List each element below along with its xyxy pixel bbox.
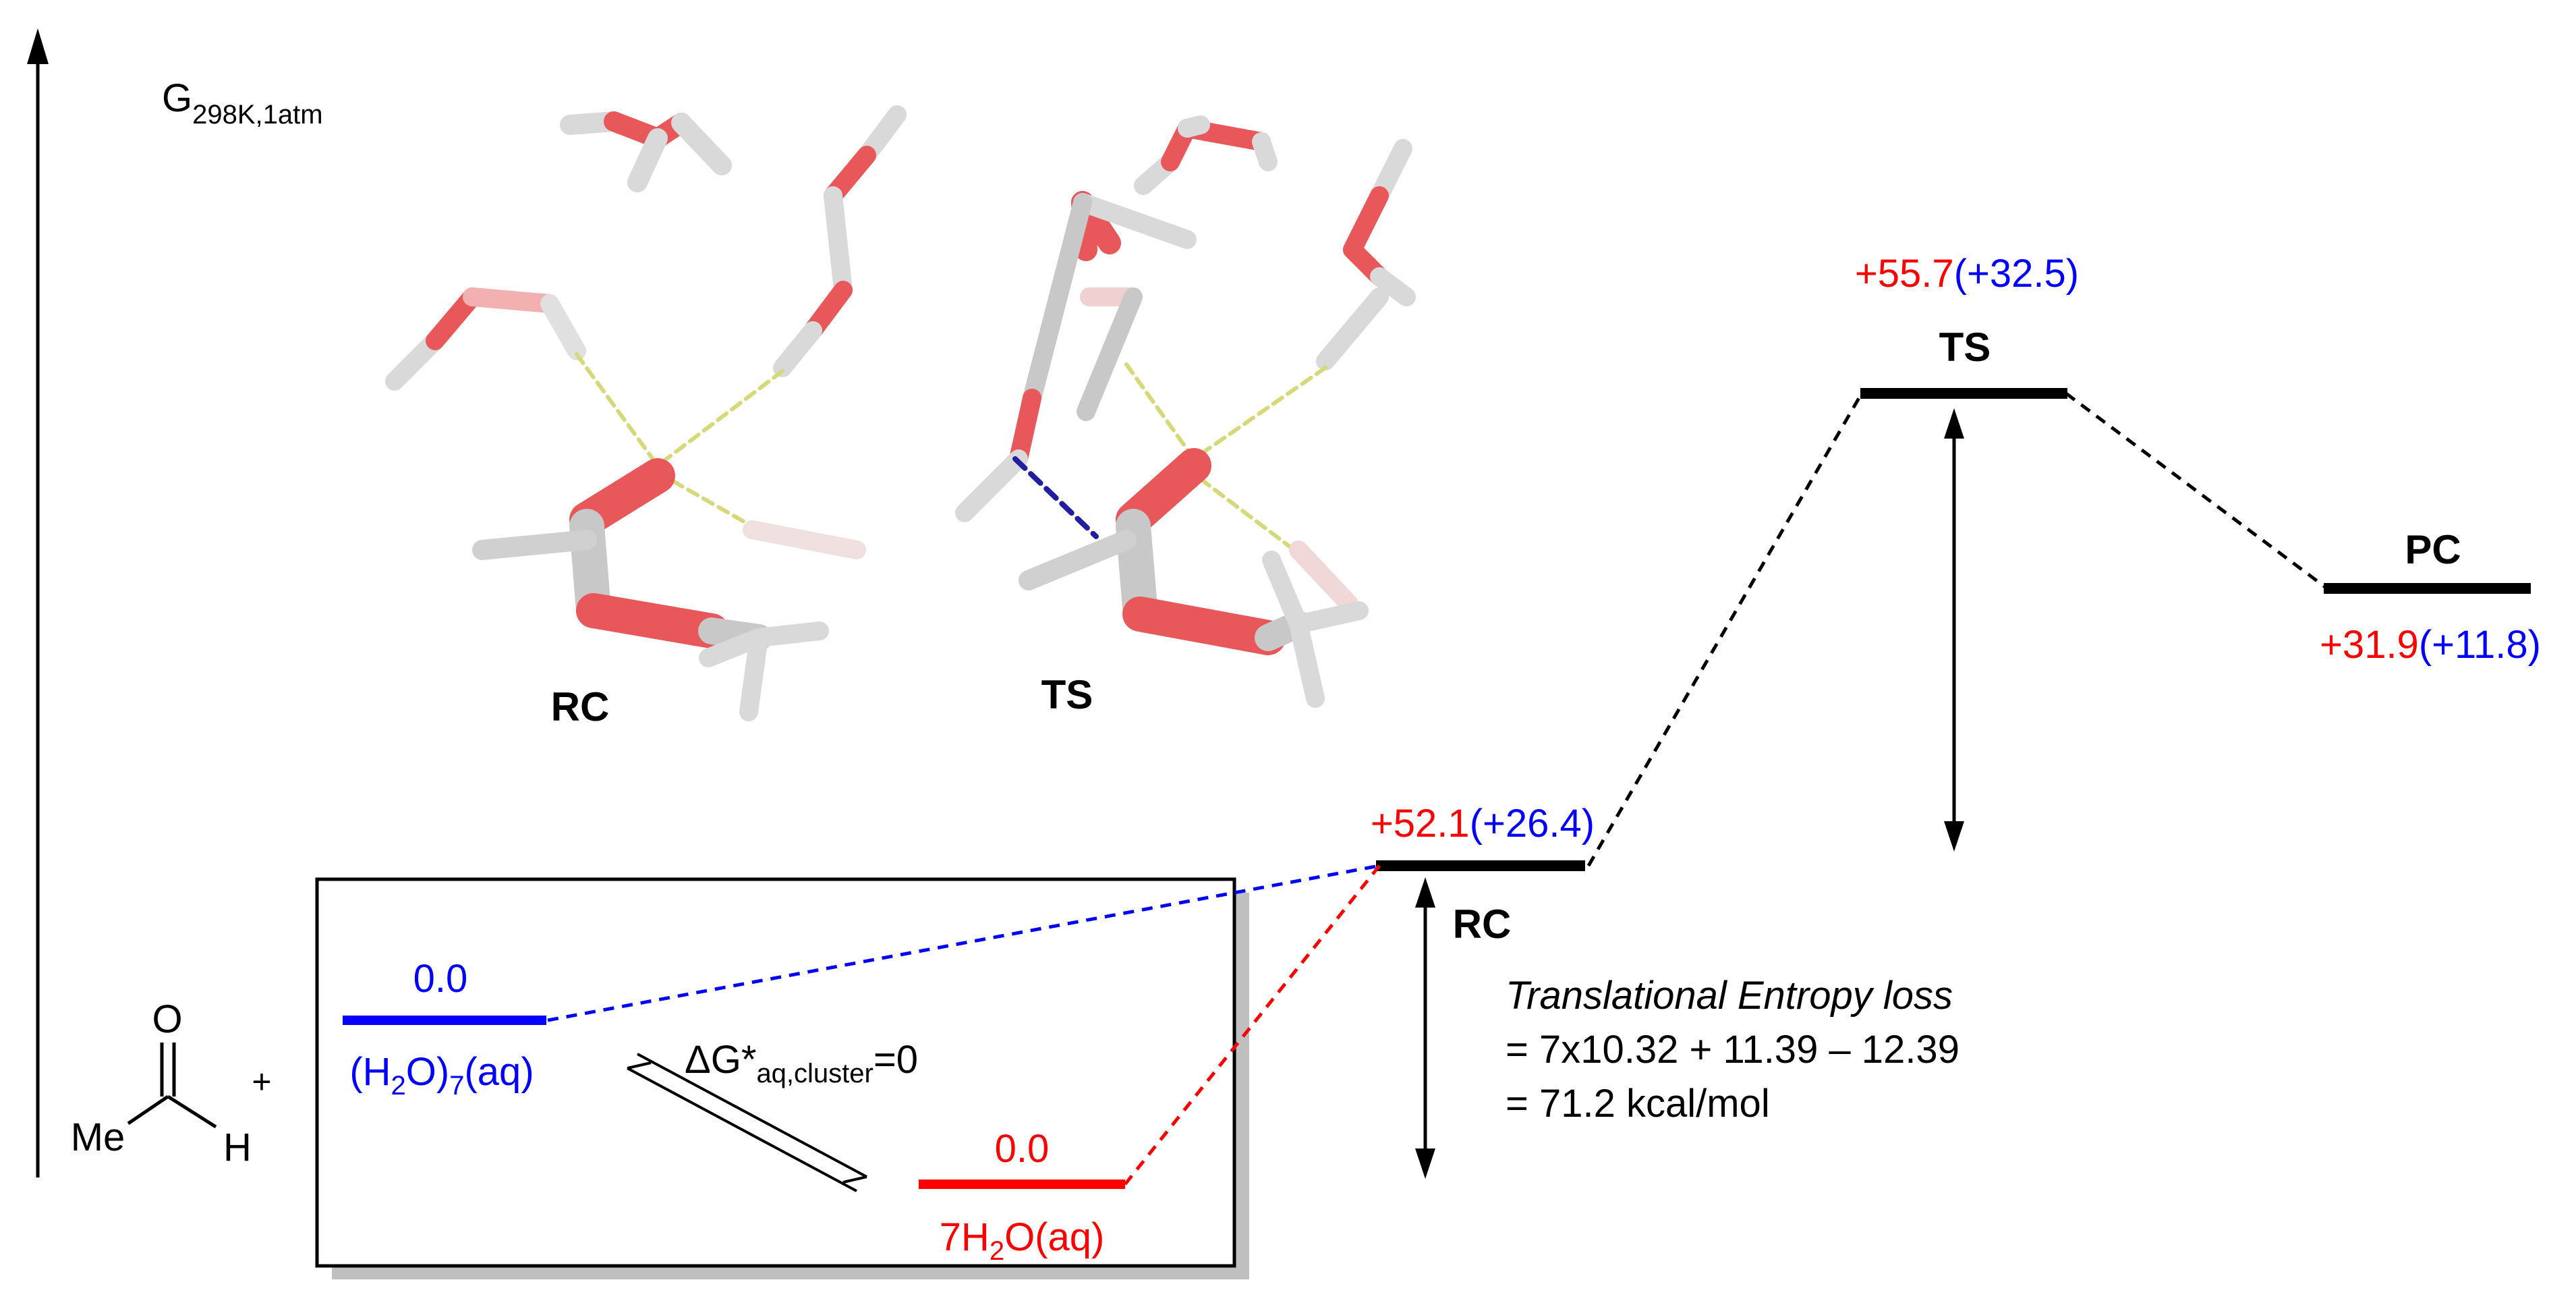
rc-structure-model bbox=[385, 105, 907, 721]
free-level-label: 7H2O(aq) bbox=[940, 1215, 1105, 1266]
svg-text:Me: Me bbox=[71, 1115, 125, 1159]
rc-structure-label: RC bbox=[551, 684, 610, 729]
free-level-value: 0.0 bbox=[995, 1127, 1050, 1171]
cluster-level-value: 0.0 bbox=[413, 957, 468, 1001]
svg-text:H: H bbox=[223, 1126, 252, 1169]
ts-structure-label: TS bbox=[1041, 672, 1093, 717]
rc-level-label: RC bbox=[1453, 902, 1512, 947]
entropy-note-title: Translational Entropy loss bbox=[1506, 974, 1953, 1018]
solvation-inset: 0.0 (H2O)7(aq) 0.0 7H2O(aq) ΔG*aq,cluste… bbox=[315, 877, 1249, 1279]
rc-gap-arrow bbox=[1415, 877, 1435, 1179]
axis-label: G298K,1atm bbox=[162, 76, 323, 130]
equilibrium-arrows bbox=[627, 1053, 867, 1192]
ts-energy-value: +55.7(+32.5) bbox=[1855, 252, 2079, 296]
ts-structure-model bbox=[955, 115, 1416, 708]
rc-energy-value: +52.1(+26.4) bbox=[1371, 802, 1595, 845]
entropy-note-line2: = 71.2 kcal/mol bbox=[1506, 1082, 1770, 1126]
entropy-note-line1: = 7x10.32 + 11.39 – 12.39 bbox=[1506, 1028, 1959, 1072]
acetaldehyde-structure: O Me H + bbox=[71, 997, 272, 1169]
equilibrium-label: ΔG*aq,cluster=0 bbox=[685, 1038, 918, 1088]
svg-text:O: O bbox=[152, 997, 182, 1041]
svg-text:+: + bbox=[252, 1063, 271, 1101]
energy-axis bbox=[27, 28, 49, 1177]
pc-energy-value: +31.9(+11.8) bbox=[2320, 623, 2541, 667]
pc-level-label: PC bbox=[2405, 527, 2461, 572]
cluster-level-label: (H2O)7(aq) bbox=[349, 1050, 534, 1101]
ts-gap-arrow bbox=[1944, 408, 1964, 852]
cluster-to-rc-connector bbox=[547, 864, 1380, 1022]
profile-connectors bbox=[1586, 391, 2328, 867]
ts-level-label: TS bbox=[1939, 325, 1991, 370]
